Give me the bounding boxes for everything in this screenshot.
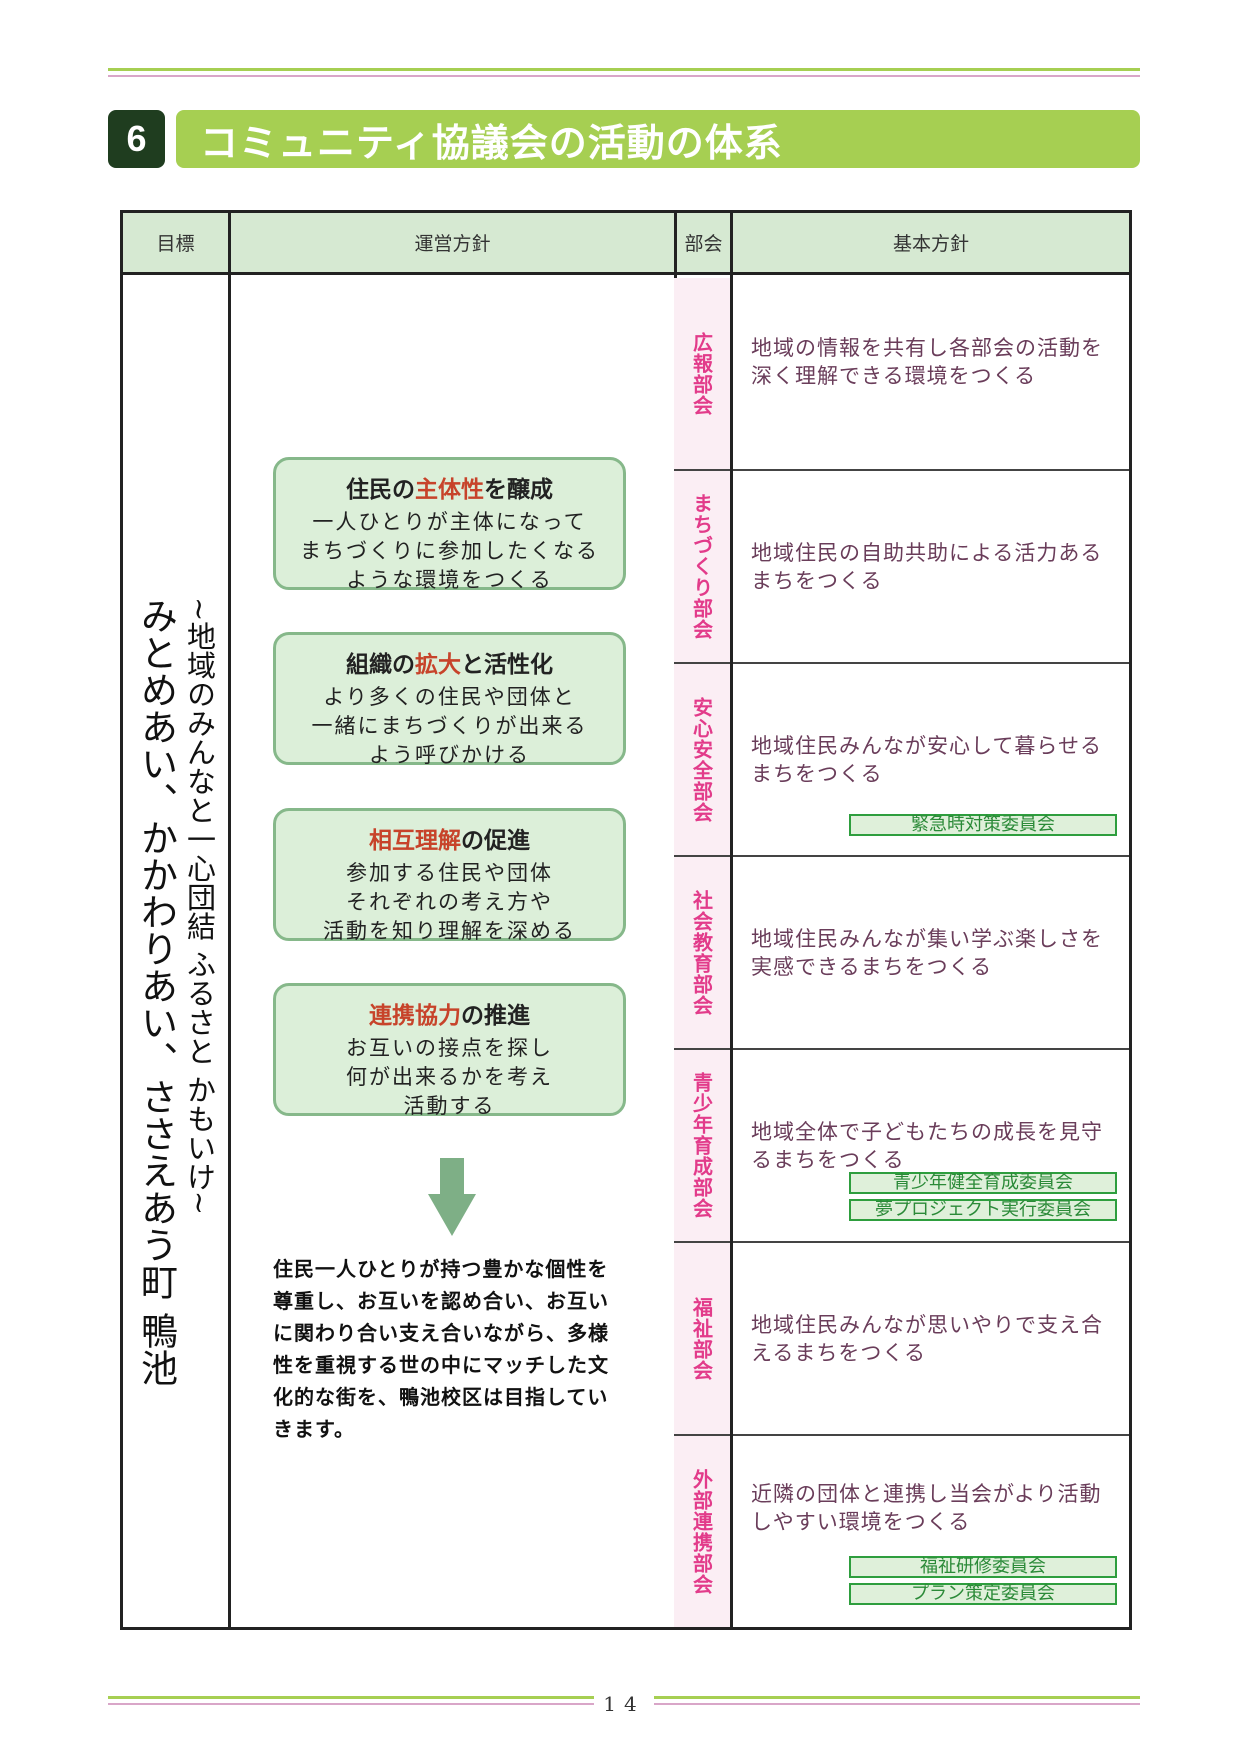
dept-cell-anshin-anzen: 安心安全部会 bbox=[674, 664, 730, 857]
policy-keyword: 拡大 bbox=[415, 652, 461, 678]
policy-description: お互いの接点を探し何が出来るかを考え活動する bbox=[346, 1036, 553, 1118]
committee-tag: 青少年健全育成委員会 bbox=[849, 1172, 1117, 1194]
dept-name: 青少年育成部会 bbox=[689, 1072, 714, 1219]
basic-policy-cell: 近隣の団体と連携し当会がより活動しやすい環境をつくる 福祉研修委員会 プラン策定… bbox=[733, 1436, 1129, 1627]
policy-box: 組織の拡大と活性化 より多くの住民や団体と一緒にまちづくりが出来るよう呼びかける bbox=[273, 632, 626, 767]
basic-policy-cell: 地域住民の自助共助による活力あるまちをつくる bbox=[733, 471, 1129, 664]
header-goal: 目標 bbox=[123, 213, 228, 275]
goal-cell: みとめあい、かかわりあい、ささえあう町 鴨池 ~地域のみんなと一心団結 ふるさと… bbox=[123, 275, 228, 1627]
dept-name: 福祉部会 bbox=[689, 1296, 714, 1381]
dept-name: 社会教育部会 bbox=[689, 889, 714, 1016]
basic-policy-text: 地域の情報を共有し各部会の活動を深く理解できる環境をつくる bbox=[751, 336, 1103, 388]
dept-name: まちづくり部会 bbox=[689, 493, 714, 640]
basic-policy-text: 近隣の団体と連携し当会がより活動しやすい環境をつくる bbox=[751, 1482, 1102, 1534]
policy-box: 住民の主体性を醸成 一人ひとりが主体になってまちづくりに参加したくなるような環境… bbox=[273, 457, 626, 592]
column-divider bbox=[730, 213, 733, 1627]
basic-policy-text: 地域全体で子どもたちの成長を見守るまちをつくる bbox=[751, 1120, 1103, 1172]
basic-policy-text: 地域住民みんなが思いやりで支え合えるまちをつくる bbox=[751, 1313, 1103, 1365]
committee-tag: 夢プロジェクト実行委員会 bbox=[849, 1199, 1117, 1221]
section-title: コミュニティ協議会の活動の体系 bbox=[176, 110, 1140, 168]
policy-keyword: 連携協力 bbox=[369, 1003, 461, 1029]
policy-title: 組織の拡大と活性化 bbox=[346, 652, 553, 678]
header-policy: 運営方針 bbox=[231, 213, 674, 275]
basic-policy-text: 地域住民みんなが集い学ぶ楽しさを実感できるまちをつくる bbox=[751, 927, 1103, 979]
policy-box: 相互理解の促進 参加する住民や団体それぞれの考え方や活動を知り理解を深める bbox=[273, 808, 626, 943]
committee-tag: 緊急時対策委員会 bbox=[849, 814, 1117, 836]
header-basic-policy: 基本方針 bbox=[733, 213, 1129, 275]
page-number: 14 bbox=[603, 1692, 645, 1716]
dept-name: 安心安全部会 bbox=[689, 696, 714, 823]
policy-keyword: 主体性 bbox=[415, 477, 484, 503]
top-rule bbox=[108, 68, 1140, 77]
basic-policy-cell: 地域住民みんなが思いやりで支え合えるまちをつくる bbox=[733, 1243, 1129, 1436]
policy-description: 参加する住民や団体それぞれの考え方や活動を知り理解を深める bbox=[323, 861, 576, 943]
section-heading: 6 コミュニティ協議会の活動の体系 bbox=[108, 110, 1140, 168]
header-dept: 部会 bbox=[677, 213, 730, 275]
basic-policy-cell: 地域住民みんなが集い学ぶ楽しさを実感できるまちをつくる bbox=[733, 857, 1129, 1050]
footer-rule bbox=[654, 1696, 1140, 1705]
policy-title: 連携協力の推進 bbox=[369, 1003, 530, 1029]
footer-rule bbox=[108, 1696, 594, 1705]
summary-text: 住民一人ひとりが持つ豊かな個性を尊重し、お互いを認め合い、お互いに関わり合い支え… bbox=[273, 1257, 609, 1441]
dept-cell-koho: 広報部会 bbox=[674, 278, 730, 471]
section-number: 6 bbox=[108, 110, 165, 168]
committee-tag: プラン策定委員会 bbox=[849, 1583, 1117, 1605]
goal-sub-text: ~地域のみんなと一心団結 ふるさと かもいけ~ bbox=[182, 597, 217, 1216]
dept-cell-shakai-kyoiku: 社会教育部会 bbox=[674, 857, 730, 1050]
basic-policy-cell: 地域の情報を共有し各部会の活動を深く理解できる環境をつくる bbox=[733, 278, 1129, 471]
basic-policy-text: 地域住民の自助共助による活力あるまちをつくる bbox=[751, 541, 1103, 593]
dept-name: 外部連携部会 bbox=[689, 1468, 714, 1595]
policy-keyword: 相互理解 bbox=[369, 828, 461, 854]
basic-policy-cell: 地域全体で子どもたちの成長を見守るまちをつくる 青少年健全育成委員会 夢プロジェ… bbox=[733, 1050, 1129, 1243]
dept-cell-machizukuri: まちづくり部会 bbox=[674, 471, 730, 664]
goal-main-text: みとめあい、かかわりあい、ささえあう町 鴨池 bbox=[134, 597, 178, 1386]
page-footer: 14 bbox=[108, 1692, 1140, 1716]
policy-description: 一人ひとりが主体になってまちづくりに参加したくなるような環境をつくる bbox=[300, 510, 599, 592]
policy-title: 住民の主体性を醸成 bbox=[346, 477, 553, 503]
policy-description: より多くの住民や団体と一緒にまちづくりが出来るよう呼びかける bbox=[311, 685, 588, 767]
column-divider bbox=[228, 213, 231, 1627]
dept-cell-fukushi: 福祉部会 bbox=[674, 1243, 730, 1436]
dept-cell-seishonen: 青少年育成部会 bbox=[674, 1050, 730, 1243]
policy-title: 相互理解の促進 bbox=[369, 828, 530, 854]
basic-policy-text: 地域住民みんなが安心して暮らせるまちをつくる bbox=[751, 734, 1102, 786]
policy-box: 連携協力の推進 お互いの接点を探し何が出来るかを考え活動する bbox=[273, 983, 626, 1118]
basic-policy-cell: 地域住民みんなが安心して暮らせるまちをつくる 緊急時対策委員会 bbox=[733, 664, 1129, 857]
committee-tag: 福祉研修委員会 bbox=[849, 1556, 1117, 1578]
dept-cell-gaibu-renkei: 外部連携部会 bbox=[674, 1436, 730, 1627]
dept-name: 広報部会 bbox=[689, 331, 714, 416]
down-arrow-icon bbox=[428, 1158, 476, 1236]
activity-system-table: 目標 運営方針 部会 基本方針 みとめあい、かかわりあい、ささえあう町 鴨池 ~… bbox=[120, 210, 1132, 1630]
